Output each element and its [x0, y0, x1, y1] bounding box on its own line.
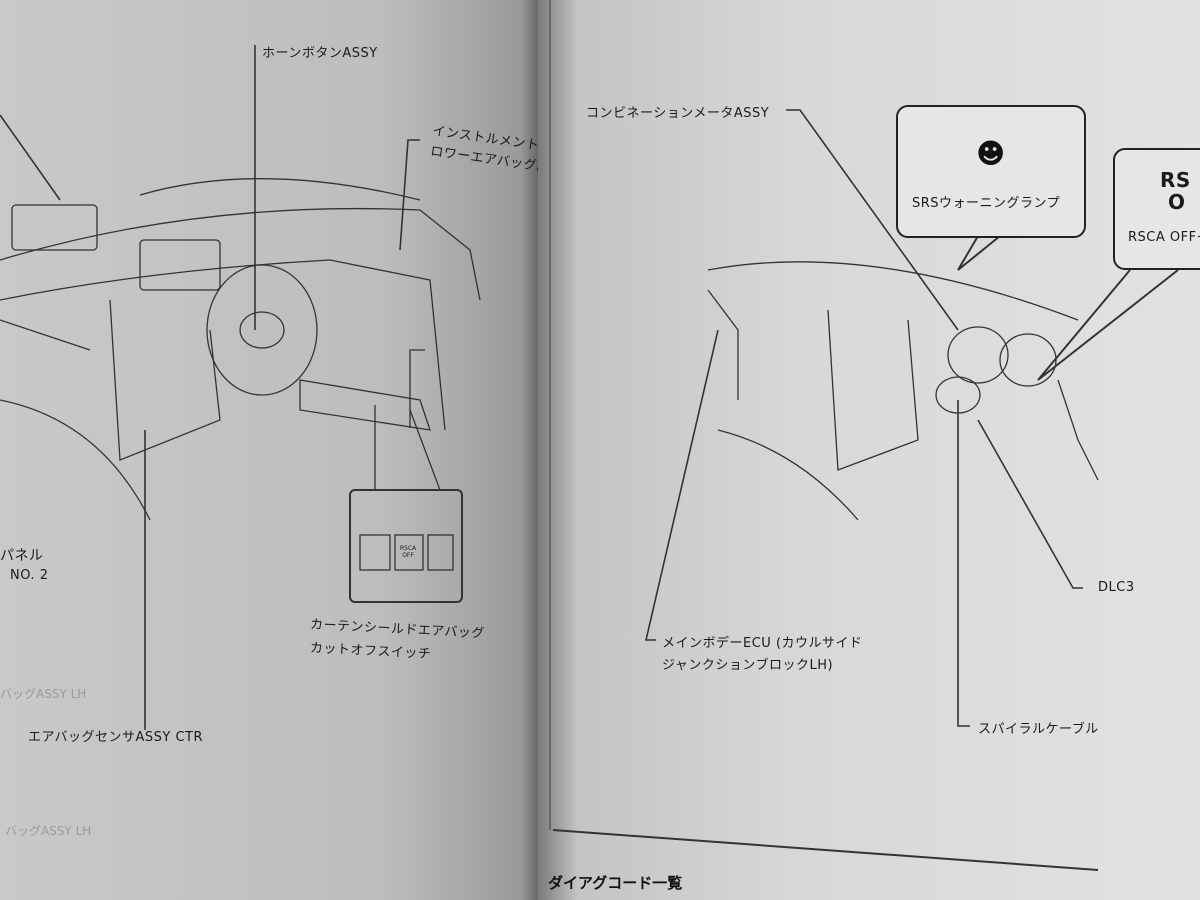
- faint-text-1: バッグASSY LH: [0, 687, 87, 701]
- label-rsca-big: RS: [1160, 168, 1191, 192]
- label-main-body-ecu-1: メインボデーECU (カウルサイド: [662, 636, 863, 651]
- label-airbag-sensor: エアバッグセンサASSY CTR: [28, 730, 204, 745]
- rsca-off-callout: [1113, 148, 1200, 270]
- label-horn-button: ホーンボタンASSY: [262, 46, 378, 61]
- label-combination-meter: コンビネーションメータASSY: [586, 106, 770, 121]
- airbag-warning-icon: ☻: [976, 137, 1006, 170]
- right-page: ☻ SRSウォーニングランプ RS O RSCA OFFイ コンビネーションメー…: [538, 0, 1200, 900]
- dashboard-illustration-right: [549, 0, 1179, 871]
- left-page: ホーンボタンASSY インストルメントパネル ロワーエアバッグASSY パネル …: [0, 0, 580, 900]
- dashboard-illustration-left: [0, 45, 481, 730]
- label-main-body-ecu-2: ジャンクションブロックLH): [662, 658, 834, 673]
- label-spiral-cable: スパイラルケーブル: [978, 722, 1099, 737]
- label-dlc3: DLC3: [1098, 580, 1135, 595]
- label-rsca-off: RSCA OFFイ: [1128, 230, 1200, 245]
- srs-warning-callout: ☻: [896, 105, 1086, 238]
- section-title: ダイアグコード一覧: [548, 874, 683, 892]
- rsca-off-switch-text: RSCA OFF: [399, 545, 417, 559]
- label-no2: NO. 2: [10, 568, 49, 583]
- label-rsca-big-2: O: [1168, 190, 1186, 214]
- faint-text-2: バッグASSY LH: [5, 824, 92, 838]
- label-srs-lamp: SRSウォーニングランプ: [912, 196, 1061, 211]
- label-panel: パネル: [0, 548, 44, 564]
